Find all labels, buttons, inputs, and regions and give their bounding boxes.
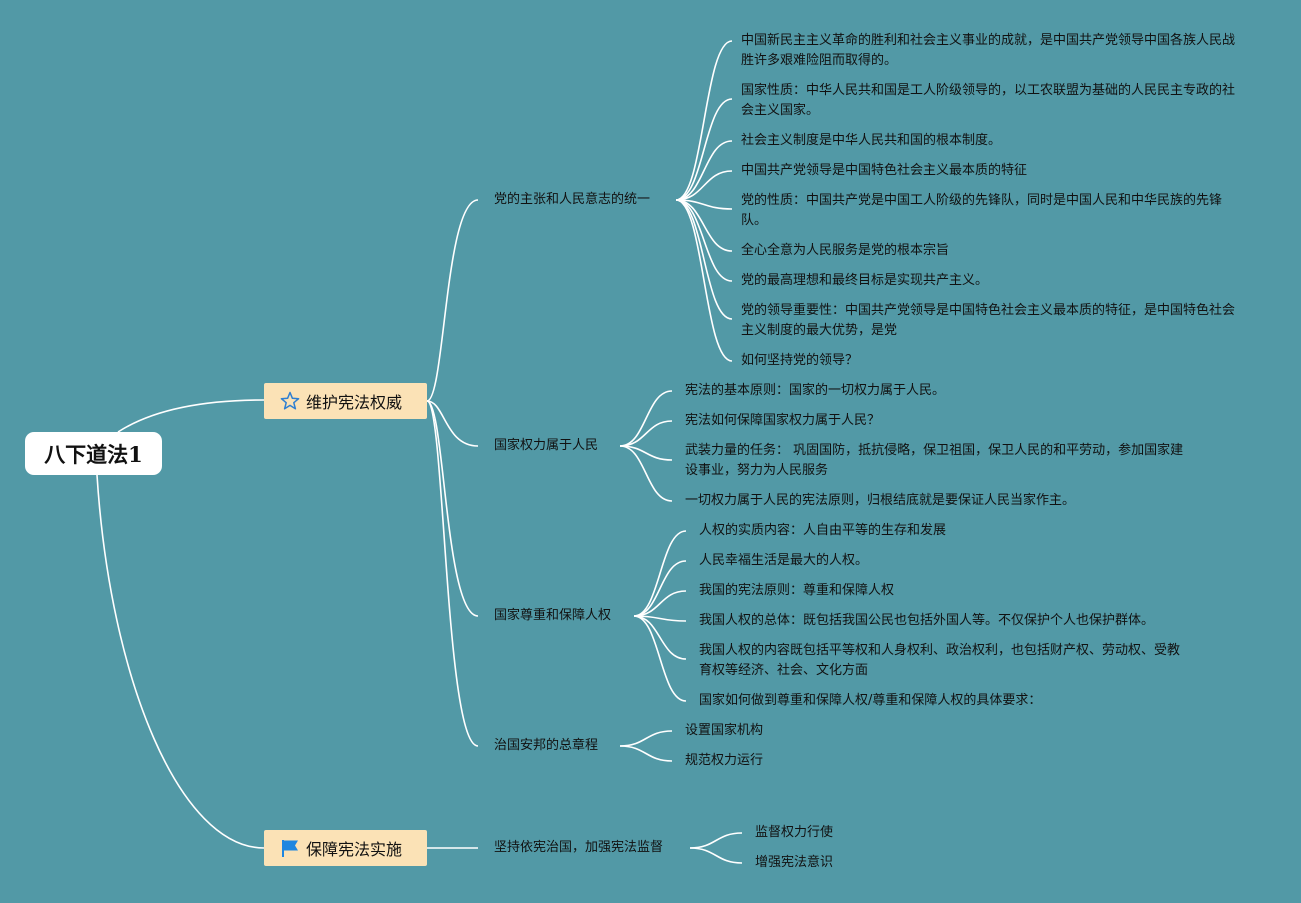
leaf-item[interactable]: 如何坚持党的领导？	[741, 353, 859, 368]
leaf-item[interactable]: 一切权力属于人民的宪法原则，归根结底就是要保证人民当家作主。	[685, 493, 1076, 508]
connector-line	[619, 390, 673, 447]
connector-line	[675, 199, 733, 320]
connector-line	[619, 445, 673, 502]
connector-line	[675, 98, 733, 201]
leaf-item[interactable]: 规范权力运行	[685, 753, 764, 768]
connector-line	[426, 199, 479, 402]
connector-line	[675, 199, 733, 210]
leaf-item[interactable]: 国家性质：中华人民共和国是工人阶级领导的，以工农联盟为基础的人民民主专政的社会主…	[741, 83, 1236, 118]
leaf-item[interactable]: 中国新民主主义革命的胜利和社会主义事业的成就，是中国共产党领导中国各族人民战胜许…	[741, 33, 1236, 68]
subtopic-human-rights[interactable]: 国家尊重和保障人权	[494, 608, 612, 623]
connector-line	[675, 170, 733, 201]
subtopic-party-people-unity[interactable]: 党的主张和人民意志的统一	[494, 192, 651, 207]
leaf-item[interactable]: 宪法的基本原则：国家的一切权力属于人民。	[685, 383, 946, 398]
leaf-item[interactable]: 社会主义制度是中华人民共和国的根本制度。	[741, 133, 1002, 148]
main-topic-label: 保障宪法实施	[306, 840, 403, 859]
subtopic-power-belongs-to-people[interactable]: 国家权力属于人民	[494, 438, 599, 453]
leaf-item[interactable]: 人权的实质内容：人自由平等的生存和发展	[699, 523, 947, 538]
connector-line	[117, 399, 265, 433]
connector-line	[675, 199, 733, 282]
connector-line	[426, 400, 479, 447]
connector-line	[619, 445, 673, 461]
flag-icon	[280, 838, 300, 858]
subtopic-rule-by-constitution[interactable]: 坚持依宪治国，加强宪法监督	[494, 840, 664, 855]
connector-line	[426, 400, 479, 617]
connector-line	[619, 730, 673, 747]
leaf-item[interactable]: 中国共产党领导是中国特色社会主义最本质的特征	[741, 163, 1028, 178]
connector-line	[633, 590, 687, 617]
subtopic-general-charter[interactable]: 治国安邦的总章程	[494, 738, 599, 753]
main-topic-label: 维护宪法权威	[306, 393, 403, 412]
star-icon	[280, 391, 300, 411]
leaf-item[interactable]: 设置国家机构	[685, 723, 764, 738]
root-topic-label: 八下道法1	[44, 441, 143, 467]
connector-line	[619, 745, 673, 762]
connector-line	[675, 140, 733, 201]
leaf-item[interactable]: 宪法如何保障国家权力属于人民？	[685, 413, 881, 428]
leaf-item[interactable]: 武装力量的任务： 巩固国防，抵抗侵略，保卫祖国，保卫人民的和平劳动，参加国家建设…	[685, 443, 1184, 478]
root-topic[interactable]: 八下道法1	[25, 432, 162, 475]
leaf-item[interactable]: 党的领导重要性：中国共产党领导是中国特色社会主义最本质的特征，是中国特色社会主义…	[741, 303, 1236, 338]
leaf-item[interactable]: 党的性质：中国共产党是中国工人阶级的先锋队，同时是中国人民和中华民族的先锋队。	[741, 193, 1223, 228]
connector-line	[689, 832, 743, 849]
leaf-item[interactable]: 监督权力行使	[755, 825, 834, 840]
connector-line	[96, 474, 265, 849]
leaf-item[interactable]: 增强宪法意识	[755, 855, 834, 870]
connector-line	[675, 199, 733, 362]
main-topic-ensure-implementation[interactable]: 保障宪法实施	[264, 830, 427, 866]
leaf-item[interactable]: 我国人权的总体：既包括我国公民也包括外国人等。不仅保护个人也保护群体。	[699, 613, 1155, 628]
leaf-item[interactable]: 党的最高理想和最终目标是实现共产主义。	[741, 273, 989, 288]
connector-line	[675, 40, 733, 201]
connector-line	[426, 400, 479, 747]
connector-line	[675, 199, 733, 252]
main-topic-uphold-constitution[interactable]: 维护宪法权威	[264, 383, 427, 419]
leaf-item[interactable]: 人民幸福生活是最大的人权。	[699, 553, 869, 568]
connector-line	[633, 560, 687, 617]
connector-line	[633, 615, 687, 702]
leaf-item[interactable]: 我国的宪法原则：尊重和保障人权	[699, 583, 895, 598]
connector-line	[619, 420, 673, 447]
connector-line	[689, 847, 743, 864]
leaf-item[interactable]: 国家如何做到尊重和保障人权/尊重和保障人权的具体要求：	[699, 693, 1042, 708]
leaf-item[interactable]: 我国人权的内容既包括平等权和人身权利、政治权利，也包括财产权、劳动权、受教育权等…	[699, 643, 1181, 678]
connector-line	[633, 615, 687, 660]
connector-line	[633, 530, 687, 617]
leaf-item[interactable]: 全心全意为人民服务是党的根本宗旨	[741, 243, 950, 258]
